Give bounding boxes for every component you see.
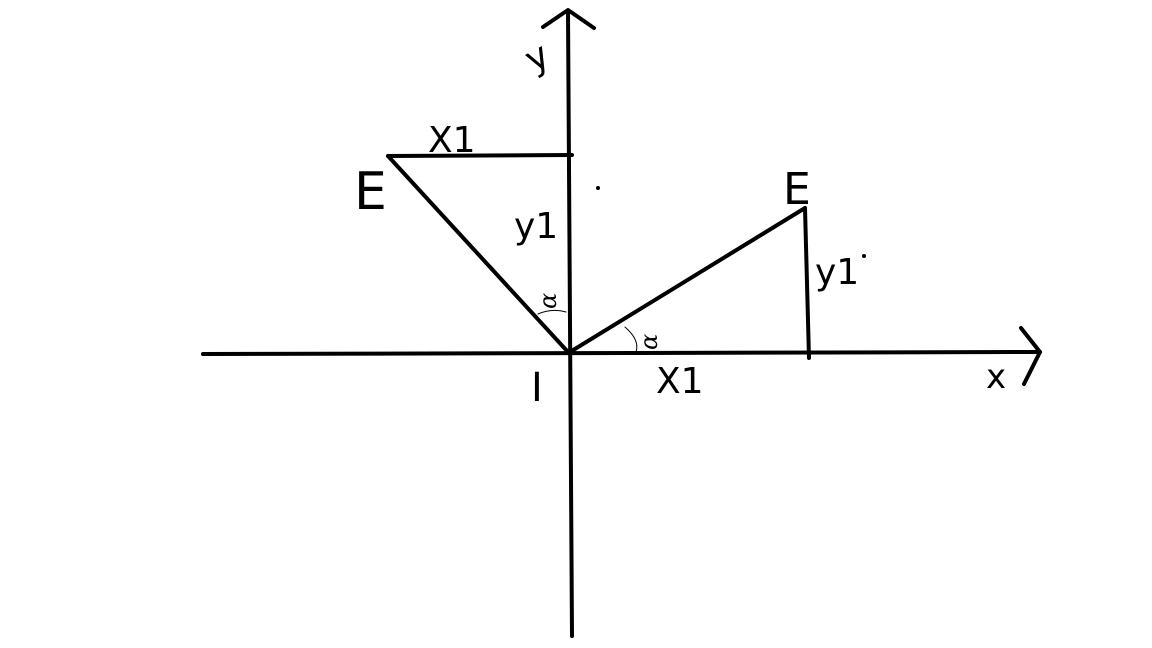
- left-horizontal-label: X1: [428, 120, 476, 161]
- right-vertical-label: y1: [815, 252, 859, 293]
- angle-right-label: α: [635, 334, 663, 350]
- right-horizontal-label: X1: [656, 361, 704, 402]
- left-hypotenuse: [386, 154, 570, 354]
- x-axis-line: [201, 350, 1042, 356]
- x-axis-label: x: [986, 357, 1006, 397]
- stray-dot-right: [862, 254, 866, 258]
- point-right-label: E: [783, 164, 811, 215]
- origin-label: I: [531, 365, 543, 411]
- left-horizontal-segment: [386, 153, 574, 158]
- stray-dot-center: [596, 186, 600, 190]
- y-axis-arrowhead: [541, 8, 596, 30]
- left-vertical-label: y1: [514, 206, 558, 247]
- point-left-label: E: [354, 162, 387, 222]
- angle-arc-left: [537, 309, 567, 315]
- right-hypotenuse: [568, 206, 807, 354]
- angle-arc-right: [624, 326, 638, 353]
- right-vertical-segment: [803, 206, 811, 360]
- x-axis-arrowhead: [1019, 326, 1042, 386]
- y-axis-label: y: [518, 35, 556, 81]
- angle-left-label: α: [534, 293, 562, 309]
- y-axis-line: [566, 10, 574, 638]
